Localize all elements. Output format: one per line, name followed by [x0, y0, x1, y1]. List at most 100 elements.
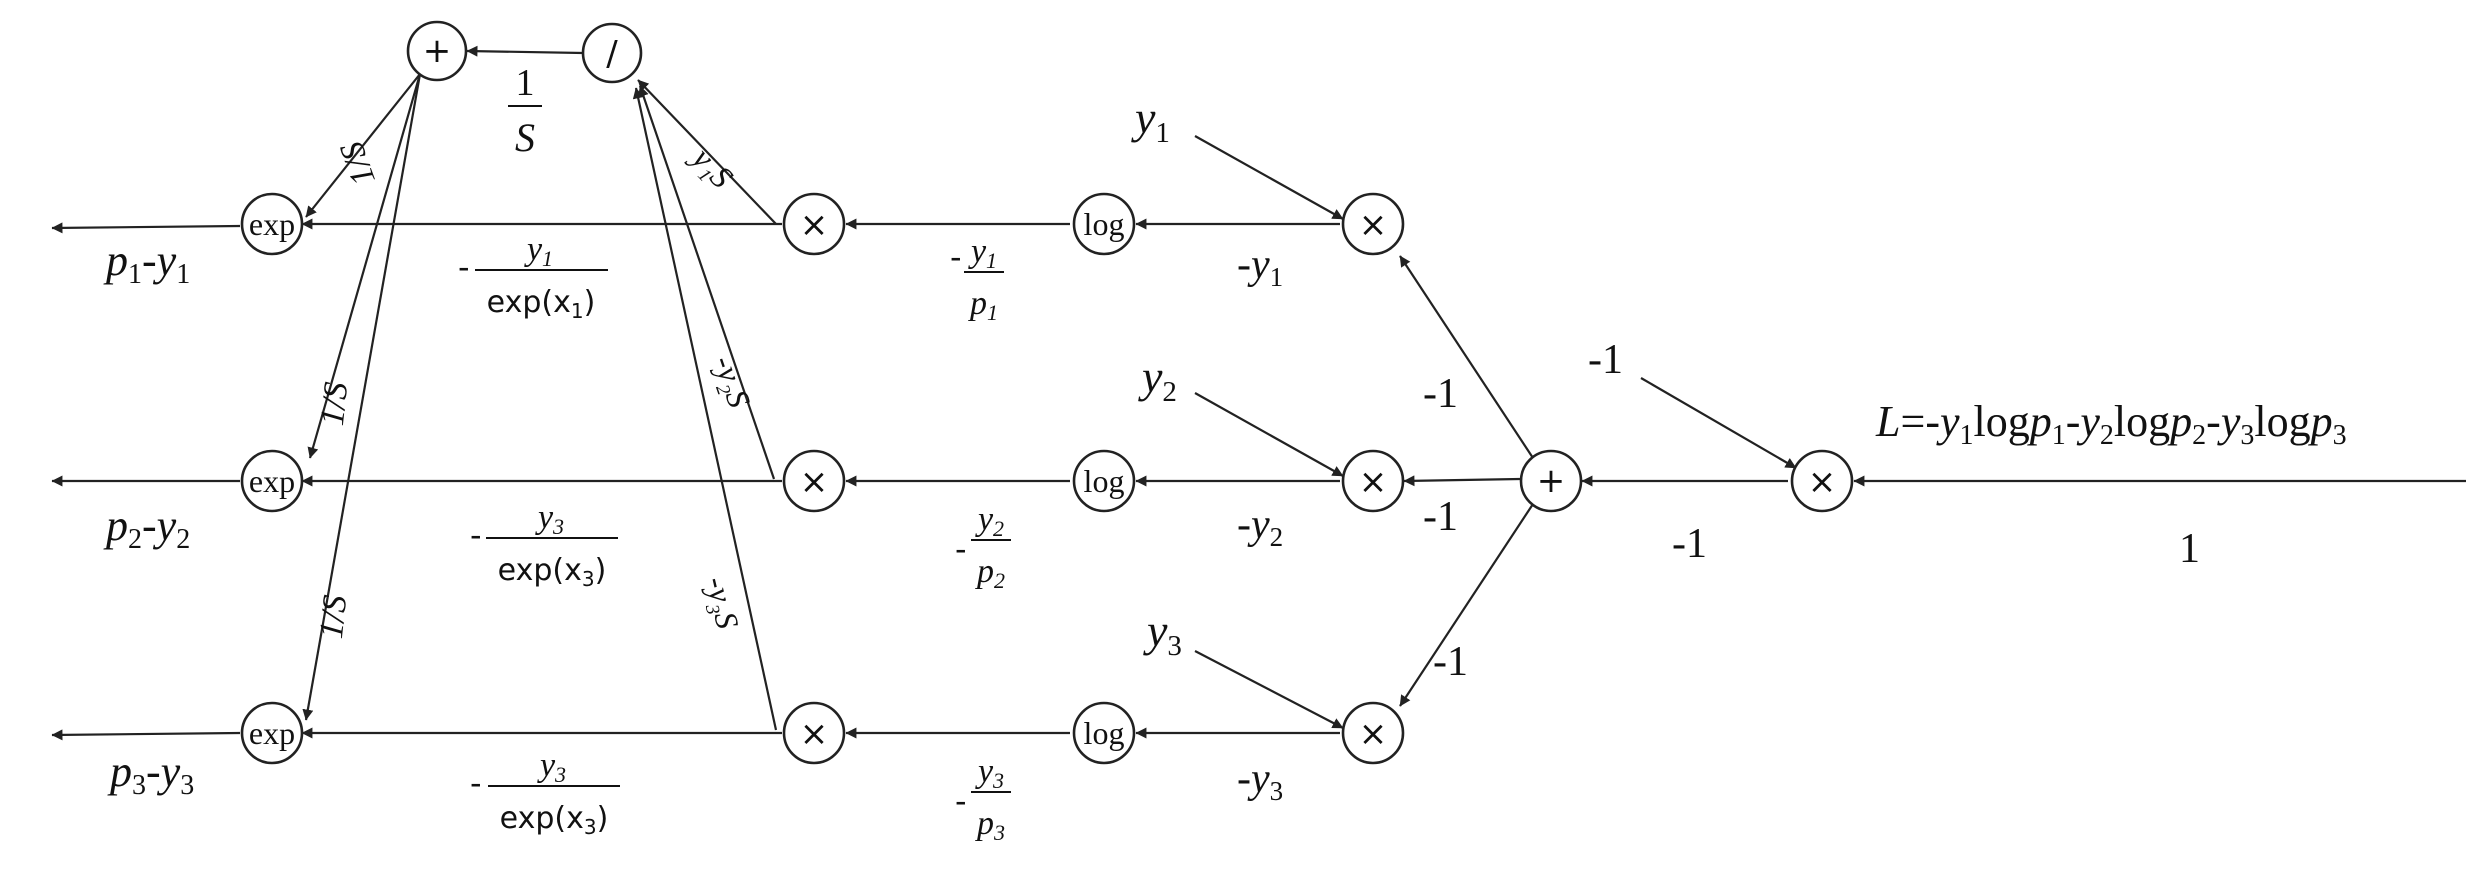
frac-p3: - y3 p3 — [955, 753, 1011, 845]
edge-minus1-to-final-times — [1640, 377, 1797, 469]
log-node-1 — [1072, 192, 1136, 256]
one-over-s-den: S — [515, 115, 535, 160]
frac-p1: - y1 p1 — [950, 233, 1004, 325]
edge-plus-to-exp3 — [302, 73, 422, 721]
frac-exp-x1-den: exp(x1) — [487, 285, 596, 323]
y1-input-label: y1 — [1131, 92, 1170, 149]
slant-one-over-s-a: 1/S — [333, 137, 383, 190]
right-times-node-1 — [1341, 192, 1405, 256]
frac-exp-x2: - y3 exp(x3) — [470, 499, 618, 591]
output-label-2: p2-y2 — [103, 501, 190, 555]
frac-p2: - y2 p2 — [955, 501, 1011, 593]
edge-y2-to-rtimes2 — [1194, 392, 1344, 477]
frac-p3-minus: - — [955, 782, 967, 820]
exp-node-1 — [240, 192, 304, 256]
minus-one-low: -1 — [1433, 639, 1468, 685]
one-over-s-num: 1 — [516, 62, 535, 104]
edge-y1-to-rtimes1 — [1194, 135, 1344, 220]
frac-exp-x3-den: exp(x3) — [500, 801, 609, 839]
minus-one-mid: -1 — [1423, 494, 1458, 540]
slant-one-over-s-b: 1/S — [314, 380, 355, 427]
times-node-1 — [782, 192, 846, 256]
edge-y3-to-rtimes3 — [1194, 650, 1344, 729]
edges — [51, 45, 2466, 741]
frac-exp-x1-num: y1 — [524, 231, 553, 271]
output-label-3: p3-y3 — [107, 747, 194, 801]
y3-input-label: y3 — [1143, 605, 1182, 662]
frac-exp-x2-num: y3 — [535, 499, 564, 539]
neg-y1-label: -y1 — [1237, 242, 1283, 292]
right-times-node-2-symbol: × — [1359, 462, 1388, 502]
slant-neg-y3s: -y₃S — [699, 573, 746, 632]
log-node-1-label: log — [1084, 206, 1125, 242]
right-times-node-2 — [1341, 449, 1405, 513]
frac-p1-num: y1 — [968, 233, 997, 273]
slant-one-over-s-c: 1/S — [313, 593, 354, 640]
plus-node-top — [406, 20, 468, 82]
times-node-2-symbol: × — [800, 462, 829, 502]
labels: 1 S 1/S 1/S 1/S y₁S -y₂S -y₃S p1-y1 p2-y… — [103, 62, 2347, 845]
neg-y3-label: -y3 — [1237, 756, 1283, 806]
log-node-3 — [1072, 701, 1136, 765]
edge-exp3-out — [51, 729, 241, 741]
right-times-node-3-symbol: × — [1359, 714, 1388, 754]
frac-p3-den: p3 — [975, 805, 1005, 845]
log-node-3-label: log — [1084, 715, 1125, 751]
nodes: + / exp exp exp × × × log log log × × × … — [240, 20, 1854, 765]
edge-plus-to-exp1 — [305, 73, 421, 218]
output-label-1: p1-y1 — [103, 236, 190, 290]
times-node-1-symbol: × — [800, 205, 829, 245]
edge-plus-to-exp2 — [307, 73, 422, 459]
frac-p2-den: p2 — [975, 553, 1005, 593]
edge-divide-to-plus — [466, 45, 584, 57]
times-node-3-symbol: × — [800, 714, 829, 754]
right-times-node-3 — [1341, 701, 1405, 765]
frac-p2-minus: - — [955, 530, 967, 568]
final-times-node-symbol: × — [1808, 462, 1837, 502]
frac-p3-num: y3 — [975, 753, 1004, 793]
edge-exp1-out — [51, 222, 241, 234]
times-node-2 — [782, 449, 846, 513]
divide-node-symbol: / — [606, 34, 618, 74]
one-label: 1 — [2179, 526, 2200, 572]
slant-neg-y2s: -y₂S — [707, 351, 758, 412]
log-node-2-label: log — [1084, 463, 1125, 499]
frac-exp-x3-minus: - — [470, 764, 482, 802]
exp-node-3-label: exp — [249, 715, 295, 751]
right-times-node-1-symbol: × — [1359, 205, 1388, 245]
plus-node-top-symbol: + — [423, 31, 452, 71]
minus-one-edge: -1 — [1672, 521, 1707, 567]
times-node-3 — [782, 701, 846, 765]
exp-node-1-label: exp — [249, 206, 295, 242]
edge-rplus-to-rtimes2 — [1403, 475, 1521, 487]
y2-input-label: y2 — [1138, 351, 1177, 408]
edge-times2-to-divide — [638, 85, 776, 480]
log-node-2 — [1072, 449, 1136, 513]
divide-node — [581, 22, 643, 84]
minus-one-input: -1 — [1588, 337, 1623, 383]
minus-one-top: -1 — [1423, 371, 1458, 417]
frac-p2-num: y2 — [975, 501, 1004, 541]
frac-exp-x2-minus: - — [470, 516, 482, 554]
frac-exp-x3-num: y3 — [537, 747, 566, 787]
exp-node-2-label: exp — [249, 463, 295, 499]
edge-times3-to-divide — [632, 87, 778, 731]
edge-times1-to-divide — [637, 79, 777, 225]
frac-exp-x1-minus: - — [458, 248, 470, 286]
plus-node-right-symbol: + — [1537, 461, 1566, 501]
slant-y1s: y₁S — [684, 138, 741, 195]
loss-expression: L=-y1logp1-y2logp2-y3logp3 — [1875, 397, 2347, 451]
edge-rplus-to-rtimes3 — [1399, 503, 1534, 707]
frac-p1-den: p1 — [968, 285, 998, 325]
frac-exp-x2-den: exp(x3) — [498, 553, 607, 591]
final-times-node — [1790, 449, 1854, 513]
plus-node-right — [1519, 449, 1583, 513]
neg-y2-label: -y2 — [1237, 502, 1283, 552]
exp-node-2 — [240, 449, 304, 513]
frac-exp-x1: - y1 exp(x1) — [458, 231, 608, 323]
frac-p1-minus: - — [950, 238, 962, 276]
exp-node-3 — [240, 701, 304, 765]
edge-rplus-to-rtimes1 — [1399, 255, 1534, 459]
frac-exp-x3: - y3 exp(x3) — [470, 747, 620, 839]
